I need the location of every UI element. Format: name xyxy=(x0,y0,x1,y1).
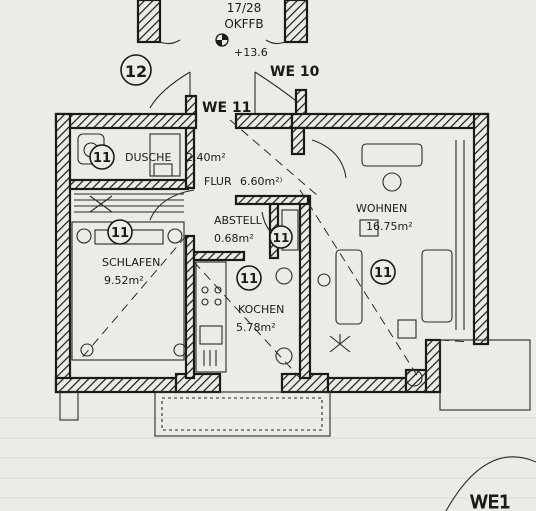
room-dusche-unit: 11 xyxy=(93,151,111,166)
room-schlafen-area: 9.52m² xyxy=(104,274,144,287)
staircase-doors xyxy=(149,71,308,122)
living-fixtures xyxy=(317,140,465,387)
room-kochen: 11 KOCHEN 5.78m² xyxy=(236,265,284,334)
room-abstell-name: ABSTELL xyxy=(214,214,263,227)
staircase-walls xyxy=(136,0,309,45)
unit-label-we11: WE 11 xyxy=(202,100,251,116)
kitchen-fixtures xyxy=(195,209,299,373)
elevation-text: +13.6 xyxy=(234,46,268,59)
room-kochen-area: 5.78m² xyxy=(236,321,276,334)
room-wohnen: WOHNEN 16.75m² 11 xyxy=(356,202,413,285)
interior-walls xyxy=(68,126,312,380)
room-schlafen: 11 SCHLAFEN 9.52m² xyxy=(102,219,160,287)
room-kochen-name: KOCHEN xyxy=(238,303,284,316)
room-flur: FLUR 6.60m²⁾ xyxy=(204,175,283,188)
room-abstell-area: 0.68m² xyxy=(214,232,254,245)
room-flur-name: FLUR xyxy=(204,175,232,188)
room-schlafen-unit: 11 xyxy=(111,226,129,241)
room-dusche-name: DUSCHE xyxy=(125,151,171,164)
staircase-badge-text: 12 xyxy=(125,62,147,81)
room-dusche-area: 2.40m² xyxy=(186,151,226,164)
elevation-marker-icon xyxy=(215,33,229,47)
room-flur-area: 6.60m²⁾ xyxy=(240,175,283,188)
room-wohnen-name: WOHNEN xyxy=(356,202,407,215)
room-wohnen-area: 16.75m² xyxy=(366,220,413,233)
room-wohnen-unit: 11 xyxy=(374,266,392,281)
reference-text: OKFFB xyxy=(224,17,263,31)
unit-label-we10: WE 10 xyxy=(270,64,320,80)
room-abstell: ABSTELL 0.68m² 11 xyxy=(214,214,293,249)
room-kochen-unit: 11 xyxy=(240,272,258,287)
balcony xyxy=(59,339,531,437)
level-text: 17/28 xyxy=(227,1,262,15)
room-schlafen-name: SCHLAFEN xyxy=(102,256,160,269)
room-dusche: 11 DUSCHE 2.40m² xyxy=(89,144,226,170)
bedroom-fixtures xyxy=(71,193,187,361)
room-abstell-unit: 11 xyxy=(273,231,290,245)
staircase-badge: 12 xyxy=(120,54,152,86)
paper-lines xyxy=(0,417,536,499)
unit-label-we1-partial: WE1 xyxy=(470,492,511,511)
